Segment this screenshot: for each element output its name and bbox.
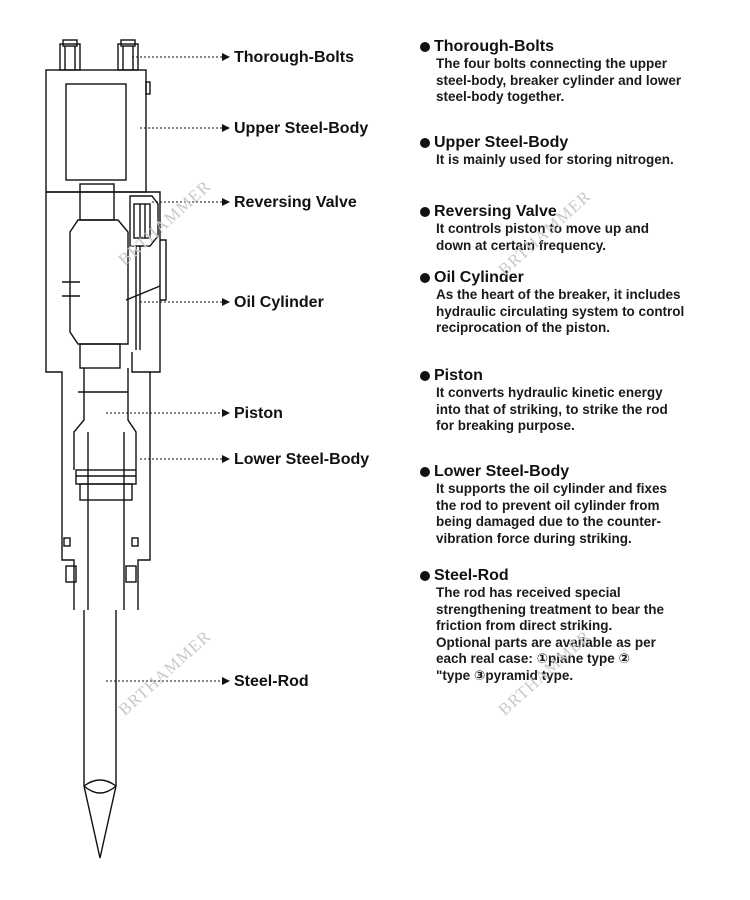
desc-thorough-bolts: Thorough-Bolts The four bolts connecting… [420, 38, 740, 106]
desc-upper-steel-body: Upper Steel-Body It is mainly used for s… [420, 134, 740, 169]
desc-title: Lower Steel-Body [434, 463, 569, 481]
desc-lower-steel-body: Lower Steel-Body It supports the oil cyl… [420, 463, 740, 547]
bullet-icon [420, 207, 430, 217]
callout-thorough-bolts: Thorough-Bolts [234, 50, 354, 66]
upper-steel-body-drawing [46, 70, 150, 192]
leader-arrowheads [222, 53, 230, 685]
desc-piston: Piston It converts hydraulic kinetic ene… [420, 367, 740, 435]
desc-title-row: Steel-Rod [420, 567, 740, 585]
callout-piston: Piston [234, 406, 283, 422]
callout-upper-steel-body: Upper Steel-Body [234, 121, 368, 137]
desc-body: It converts hydraulic kinetic energy int… [436, 385, 740, 435]
desc-body: As the heart of the breaker, it includes… [436, 287, 740, 337]
desc-title-row: Lower Steel-Body [420, 463, 740, 481]
bullet-icon [420, 571, 430, 581]
desc-body: It supports the oil cylinder and fixes t… [436, 481, 740, 547]
bullet-icon [420, 42, 430, 52]
desc-title: Thorough-Bolts [434, 38, 554, 56]
callout-lower-steel-body: Lower Steel-Body [234, 452, 369, 468]
desc-title-row: Thorough-Bolts [420, 38, 740, 56]
desc-steel-rod: Steel-Rod The rod has received special s… [420, 567, 740, 684]
steel-rod-drawing [84, 610, 116, 858]
desc-title-row: Upper Steel-Body [420, 134, 740, 152]
desc-title: Steel-Rod [434, 567, 509, 585]
desc-title-row: Piston [420, 367, 740, 385]
desc-body: The four bolts connecting the upper stee… [436, 56, 740, 106]
desc-body: It is mainly used for storing nitrogen. [436, 152, 740, 169]
callout-oil-cylinder: Oil Cylinder [234, 295, 324, 311]
desc-title: Reversing Valve [434, 203, 557, 221]
callout-reversing-valve: Reversing Valve [234, 195, 357, 211]
desc-oil-cylinder: Oil Cylinder As the heart of the breaker… [420, 269, 740, 337]
desc-body: It controls piston to move up and down a… [436, 221, 740, 254]
bullet-icon [420, 273, 430, 283]
desc-title-row: Oil Cylinder [420, 269, 740, 287]
lower-steel-body-drawing [62, 368, 150, 610]
bullet-icon [420, 467, 430, 477]
desc-title: Piston [434, 367, 483, 385]
callout-steel-rod: Steel-Rod [234, 674, 309, 690]
oil-cylinder-drawing [46, 184, 166, 416]
desc-title: Upper Steel-Body [434, 134, 568, 152]
bullet-icon [420, 138, 430, 148]
bullet-icon [420, 371, 430, 381]
thorough-bolts-drawing [60, 40, 138, 70]
